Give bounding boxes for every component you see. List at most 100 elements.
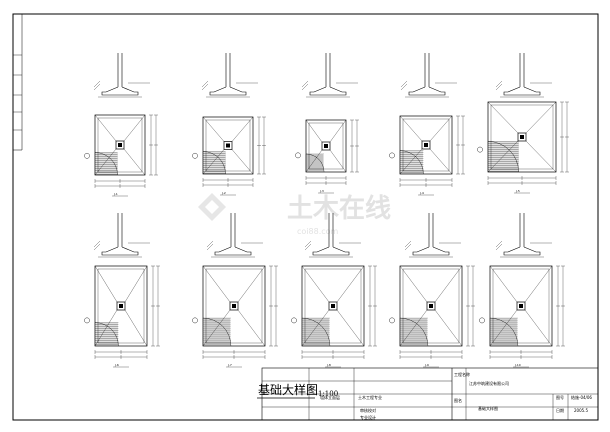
tb-specialty: 土木工程专业 (358, 394, 382, 400)
rebar-hatch (94, 322, 119, 346)
column-core (429, 304, 433, 308)
detail-label: J-2 (221, 191, 226, 195)
watermark-subtext: coi88.com (297, 227, 339, 236)
detail-label: J-3 (319, 189, 324, 193)
rebar-hatch (399, 150, 424, 174)
binding-strip (13, 14, 23, 151)
rebar-hatch (94, 152, 118, 175)
tb-designer: 专业设计 (360, 414, 376, 420)
dimension-lines (489, 265, 565, 359)
tb-drawing-no: 结施-04/06 (571, 394, 592, 400)
tb-checker: 审核校对 (360, 407, 376, 413)
dimension-lines (301, 265, 377, 359)
footing-plan (399, 265, 463, 347)
footing-section (301, 53, 358, 98)
footing-detail: J-10 (479, 213, 565, 368)
footing-plan (202, 265, 266, 347)
rebar-hatch (301, 317, 330, 346)
dimension-lines (94, 265, 160, 359)
footing-plan (301, 265, 365, 347)
column-outline (426, 301, 436, 311)
column-core (520, 135, 524, 139)
tb-date: 2005.5 (574, 408, 588, 413)
column-core (232, 304, 236, 308)
dimension-lines (94, 114, 158, 188)
footing-plan (94, 265, 148, 347)
footing-section (495, 53, 552, 98)
detail-label: J-7 (227, 363, 232, 367)
column-core (424, 143, 428, 147)
detail-label: J-5 (515, 189, 520, 193)
footing-plan (489, 265, 553, 347)
footing-detail: J-1 (84, 53, 158, 197)
column-core (324, 144, 328, 148)
column-outline (223, 141, 233, 150)
axis-bubble (389, 317, 395, 324)
footing-plan (487, 101, 557, 173)
footing-section (201, 53, 258, 98)
footing-detail: J-8 (291, 213, 377, 368)
footing-plan (94, 114, 146, 176)
detail-label: J-1 (113, 192, 118, 196)
axis-bubble (477, 146, 483, 153)
footing-detail: J-2 (192, 53, 266, 196)
footing-section (304, 213, 361, 258)
dimension-lines (487, 101, 569, 185)
rebar-hatch (305, 153, 324, 172)
footing-plan (202, 116, 254, 175)
axis-bubble (192, 152, 198, 159)
footing-detail: J-9 (389, 213, 475, 368)
rebar-hatch (487, 141, 519, 172)
tb-label-date: 日期 (556, 407, 564, 413)
column-outline (321, 141, 331, 151)
footing-section (400, 53, 457, 98)
drawing-title: 基础大样图 (258, 382, 318, 397)
title-block: 墙体立面层 土木工程专业 审核校对 专业设计 工程名称 图名 江苏中筑建设有限公… (261, 367, 599, 421)
column-outline (328, 301, 338, 311)
column-outline (116, 301, 126, 311)
footing-detail: J-4 (389, 53, 465, 196)
tb-label-project: 工程名称 (454, 371, 470, 377)
axis-bubble (84, 152, 90, 159)
footing-section (93, 53, 150, 98)
watermark-logo-icon (198, 193, 226, 221)
detail-label: J-9 (424, 363, 429, 367)
dimension-lines (202, 265, 278, 359)
detail-label: J-4 (419, 191, 424, 195)
footing-section (93, 213, 150, 258)
column-core (118, 143, 122, 147)
rebar-hatch (202, 151, 226, 174)
tb-project: 墙体立面层 (320, 394, 340, 400)
detail-label: J-10 (514, 363, 521, 367)
footing-section (404, 213, 461, 258)
rebar-hatch (399, 317, 428, 346)
dimension-lines (305, 119, 359, 185)
axis-bubble (192, 317, 198, 324)
tb-drawing-name: 基础大样图 (478, 405, 498, 411)
axis-bubble (291, 317, 297, 324)
dimension-lines (202, 116, 266, 187)
watermark-text: 土木在线 (287, 194, 391, 224)
footing-detail: J-6 (84, 213, 160, 368)
footing-detail: J-7 (192, 213, 278, 368)
watermark: 土木在线 coi88.com (198, 193, 391, 236)
detail-label: J-6 (114, 363, 119, 367)
column-core (331, 304, 335, 308)
column-outline (229, 301, 239, 311)
column-core (119, 304, 123, 308)
column-core (519, 304, 523, 308)
footing-detail: J-5 (477, 53, 569, 194)
dimension-lines (399, 265, 475, 359)
column-core (226, 143, 230, 148)
tb-label-drawing: 图名 (454, 397, 462, 403)
column-outline (115, 140, 125, 150)
rebar-hatch (202, 317, 231, 346)
column-outline (421, 140, 431, 150)
axis-bubble (84, 317, 90, 324)
dimension-lines (399, 115, 465, 187)
footing-section (495, 213, 552, 258)
rebar-hatch (489, 317, 518, 346)
footing-plan (305, 119, 347, 173)
column-outline (516, 301, 526, 311)
